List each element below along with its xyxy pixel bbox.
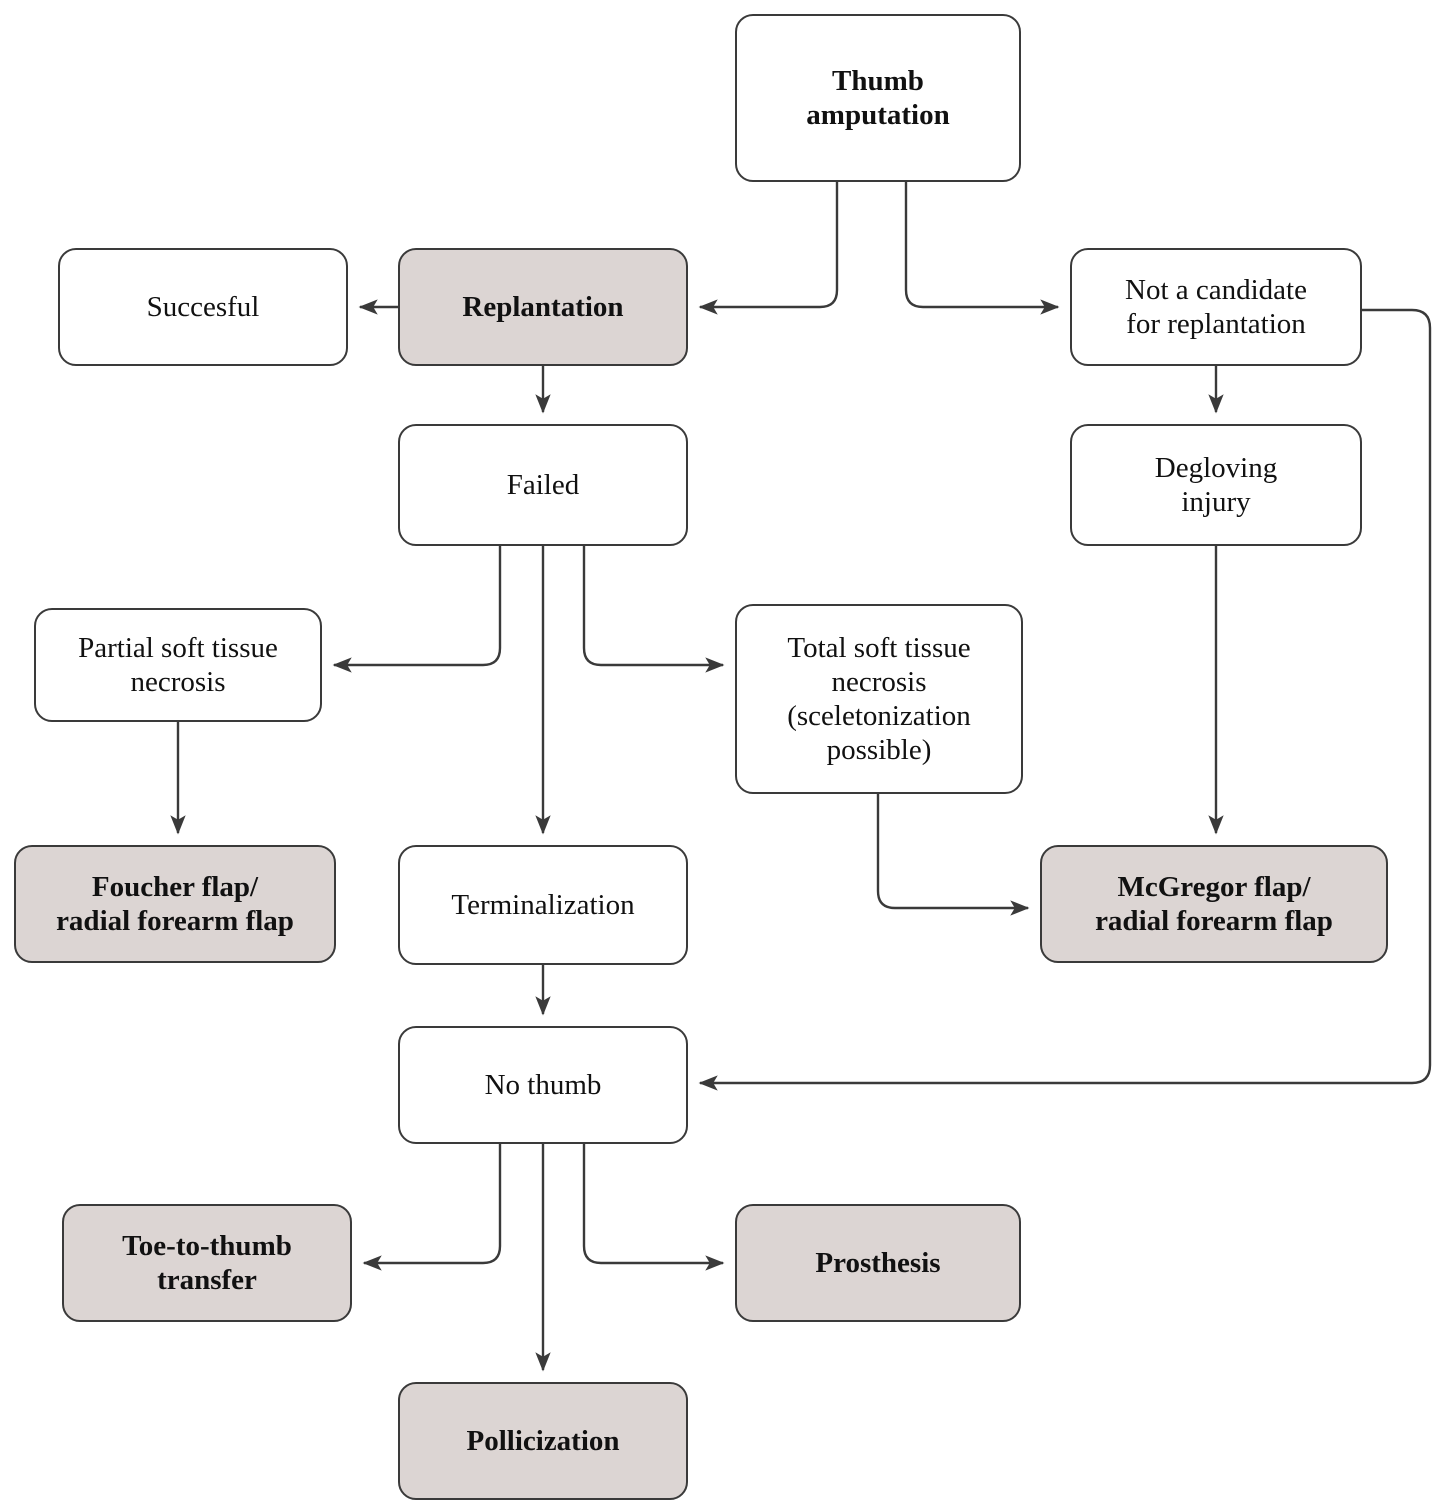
node-label-replantation: Replantation (462, 290, 624, 323)
node-label-no-thumb: No thumb (484, 1068, 602, 1101)
edge-failed-to-partial (332, 546, 502, 673)
node-toe-to-thumb-transfer: Toe-to-thumb transfer (62, 1204, 352, 1322)
edge-not-candidate-to-no-thumb (698, 308, 1432, 1091)
node-failed: Failed (398, 424, 688, 546)
edge-failed-to-total (582, 546, 725, 673)
node-label-total-soft-tissue-necrosis: Total soft tissue necrosis (sceletonizat… (787, 631, 971, 767)
node-label-degloving-injury: Degloving injury (1154, 451, 1278, 518)
node-foucher-flap: Foucher flap/ radial forearm flap (14, 845, 336, 963)
node-label-toe-to-thumb-transfer: Toe-to-thumb transfer (122, 1229, 292, 1296)
node-succesful: Succesful (58, 248, 348, 366)
edge-thumb-to-not-candidate (904, 182, 1060, 315)
node-label-mcgregor-flap: McGregor flap/ radial forearm flap (1095, 870, 1333, 937)
node-label-terminalization: Terminalization (451, 888, 635, 921)
node-prosthesis: Prosthesis (735, 1204, 1021, 1322)
node-total-soft-tissue-necrosis: Total soft tissue necrosis (sceletonizat… (735, 604, 1023, 794)
node-label-prosthesis: Prosthesis (815, 1246, 941, 1279)
node-label-failed: Failed (506, 468, 580, 501)
edge-thumb-to-replantation (698, 182, 839, 315)
node-label-succesful: Succesful (146, 290, 260, 323)
node-replantation: Replantation (398, 248, 688, 366)
node-degloving-injury: Degloving injury (1070, 424, 1362, 546)
node-no-thumb: No thumb (398, 1026, 688, 1144)
edge-no-thumb-to-toe (362, 1144, 502, 1271)
edges-group (170, 182, 1432, 1372)
node-terminalization: Terminalization (398, 845, 688, 965)
edge-total-to-mcgregor (876, 794, 1030, 916)
node-partial-soft-tissue-necrosis: Partial soft tissue necrosis (34, 608, 322, 722)
node-pollicization: Pollicization (398, 1382, 688, 1500)
edge-no-thumb-to-prosthesis (582, 1144, 725, 1271)
node-not-a-candidate: Not a candidate for replantation (1070, 248, 1362, 366)
node-label-partial-soft-tissue-necrosis: Partial soft tissue necrosis (78, 631, 278, 698)
node-label-not-a-candidate: Not a candidate for replantation (1125, 273, 1307, 340)
node-mcgregor-flap: McGregor flap/ radial forearm flap (1040, 845, 1388, 963)
node-thumb-amputation: Thumb amputation (735, 14, 1021, 182)
node-label-pollicization: Pollicization (466, 1424, 620, 1457)
node-label-thumb-amputation: Thumb amputation (806, 64, 950, 131)
node-label-foucher-flap: Foucher flap/ radial forearm flap (56, 870, 294, 937)
